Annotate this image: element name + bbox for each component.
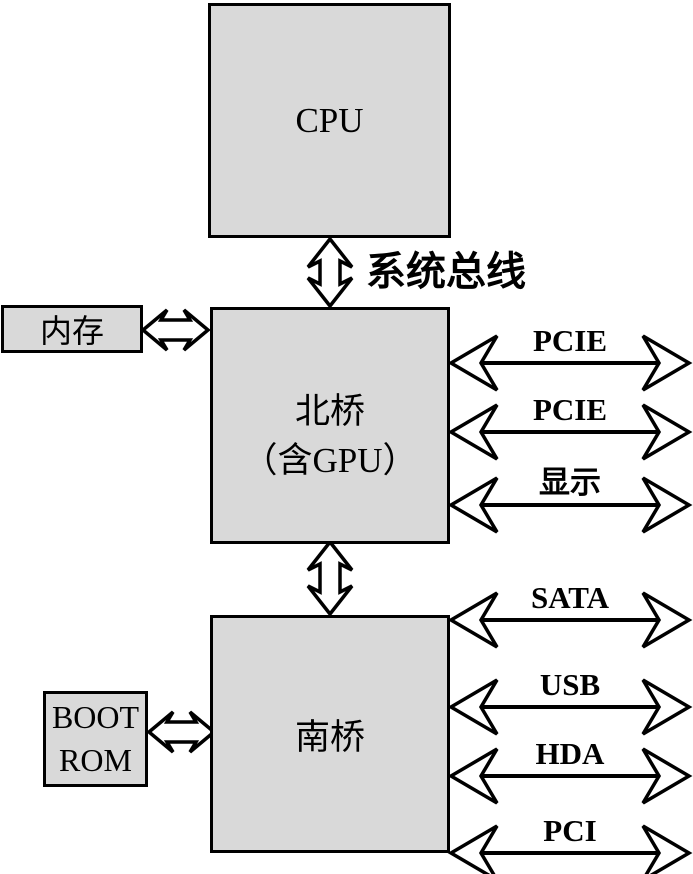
bootrom-arrow (146, 710, 217, 754)
port-arrow-display-left-head (447, 476, 499, 534)
port-label-pci: PCI (543, 813, 597, 848)
port-arrow-hda-left-head (447, 747, 499, 805)
port-label-sata: SATA (530, 580, 610, 615)
bus-arrow-cpu-northbridge (306, 236, 354, 309)
port-arrow-display-right-head (641, 476, 693, 534)
port-arrow-hda-right-head (641, 747, 693, 805)
cpu-label: CPU (295, 100, 364, 140)
port-arrow-display (447, 476, 693, 534)
port-arrow-pcie-1 (447, 334, 693, 392)
port-arrow-pcie-2 (447, 403, 693, 461)
port-arrow-pci-right-head (641, 824, 693, 874)
port-label-pcie-2: PCIE (532, 392, 608, 427)
bootrom-label-line2: ROM (59, 742, 132, 778)
port-arrow-usb-left-head (447, 678, 499, 736)
port-arrows-group (447, 334, 693, 874)
system-bus-label: 系统总线 (366, 249, 526, 294)
port-arrow-pcie-1-left-head (447, 334, 499, 392)
bootrom-label-line1: BOOT (51, 699, 140, 735)
port-arrow-hda (447, 747, 693, 805)
northbridge-box: 北桥 （含GPU） (210, 307, 450, 544)
memory-box: 内存 (1, 305, 143, 353)
bootrom-label: BOOT ROM (52, 696, 139, 782)
port-arrow-sata-right-head (641, 591, 693, 649)
port-label-pcie-1: PCIE (532, 323, 608, 358)
port-arrow-sata (447, 591, 693, 649)
memory-arrow (140, 308, 211, 352)
northbridge-label-line1: 北桥 (294, 391, 365, 431)
port-label-display: 显示 (539, 465, 601, 500)
port-arrow-usb (447, 678, 693, 736)
port-arrow-sata-left-head (447, 591, 499, 649)
memory-label: 内存 (39, 313, 104, 349)
bus-arrow-northbridge-southbridge (306, 539, 354, 617)
port-arrow-pcie-2-left-head (447, 403, 499, 461)
port-arrow-usb-right-head (641, 678, 693, 736)
port-arrow-pci-left-head (447, 824, 499, 874)
port-label-usb: USB (539, 667, 601, 702)
northbridge-label: 北桥 （含GPU） (242, 387, 417, 485)
port-arrow-pcie-1-right-head (641, 334, 693, 392)
southbridge-box: 南桥 (210, 615, 450, 853)
port-arrow-pcie-2-right-head (641, 403, 693, 461)
northbridge-label-line2: （含GPU） (242, 440, 418, 480)
port-label-hda: HDA (535, 736, 605, 771)
port-arrow-pci (447, 824, 693, 874)
bootrom-box: BOOT ROM (43, 691, 148, 787)
cpu-box: CPU (208, 3, 451, 238)
southbridge-label: 南桥 (294, 717, 365, 757)
